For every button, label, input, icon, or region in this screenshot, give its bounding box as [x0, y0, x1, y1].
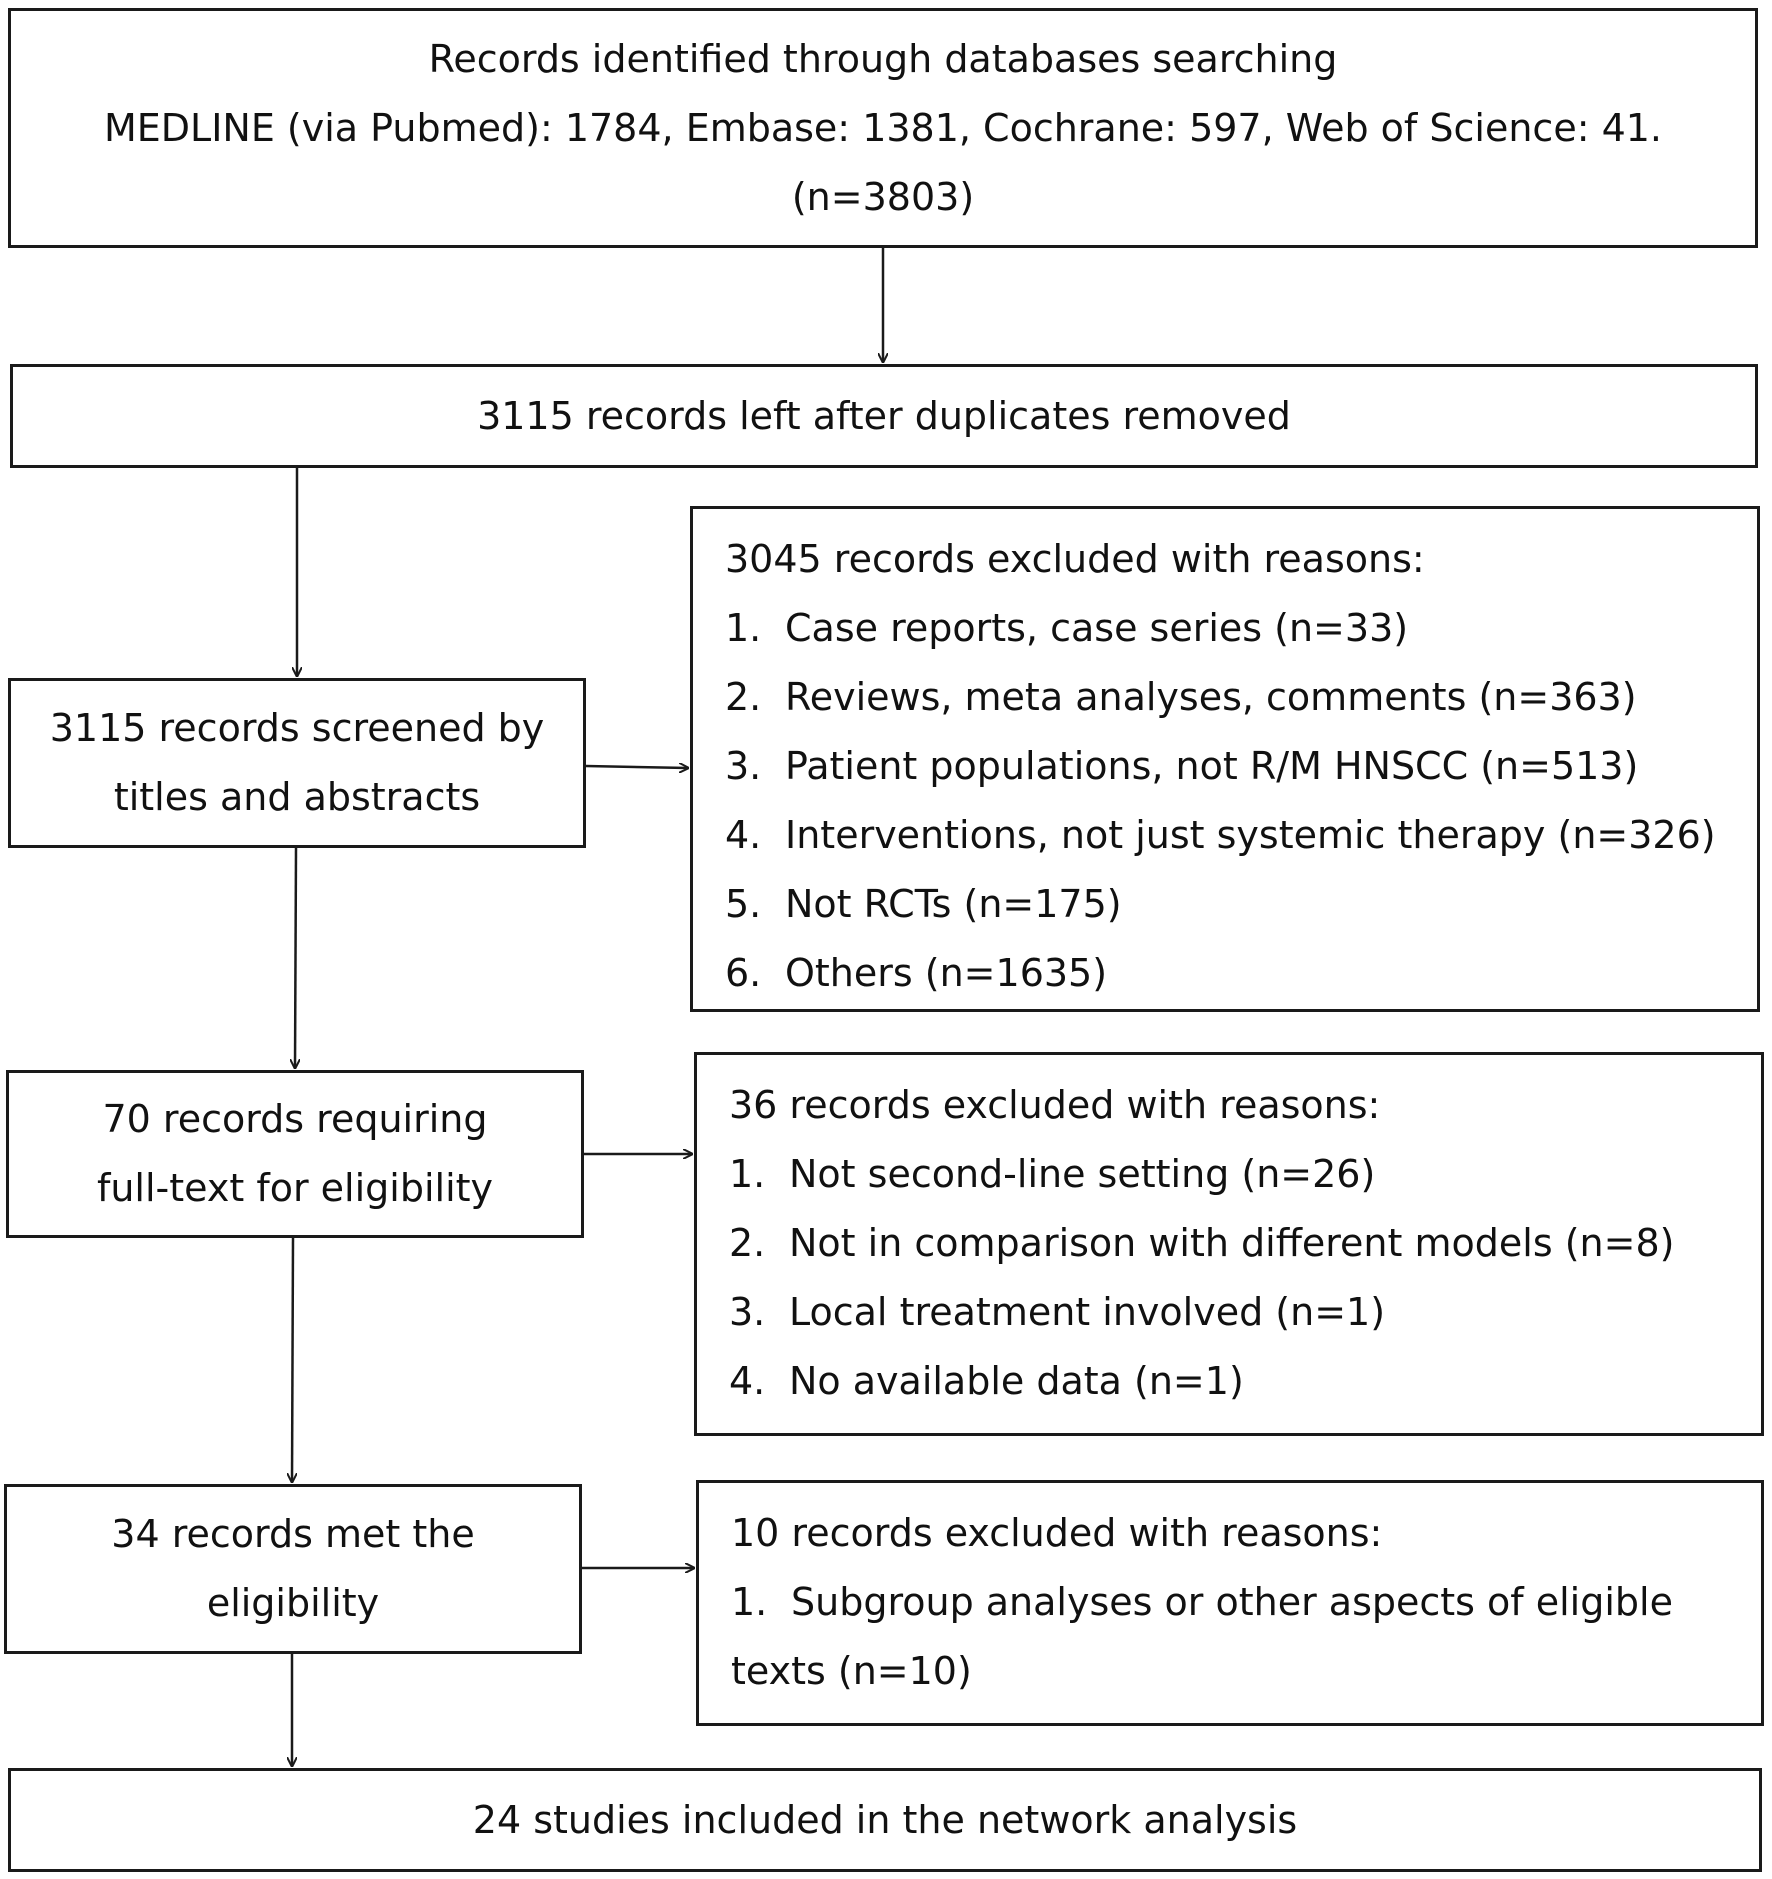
- excluded-1-item: 2.Reviews, meta analyses, comments (n=36…: [725, 675, 1637, 719]
- excluded-2-item: 1.Not second-line setting (n=26): [729, 1152, 1376, 1196]
- excluded-1-item: 4.Interventions, not just systemic thera…: [725, 813, 1716, 857]
- excluded-box-2: 36 records excluded with reasons: 1.Not …: [694, 1052, 1764, 1436]
- fulltext-line1: 70 records requiring: [102, 1097, 488, 1141]
- arrow-fulltext-to-eligible: [292, 1237, 293, 1482]
- excluded-1-item: 6.Others (n=1635): [725, 951, 1108, 995]
- excluded-1-item: 3.Patient populations, not R/M HNSCC (n=…: [725, 744, 1639, 788]
- identified-box: Records identified through databases sea…: [8, 8, 1758, 248]
- duplicates-box: 3115 records left after duplicates remov…: [10, 364, 1758, 468]
- excluded-2-item: 3.Local treatment involved (n=1): [729, 1290, 1386, 1334]
- included-box: 24 studies included in the network analy…: [8, 1768, 1762, 1872]
- excluded-1-title: 3045 records excluded with reasons:: [725, 537, 1425, 581]
- excluded-2-item: 4.No available data (n=1): [729, 1359, 1244, 1403]
- identified-title: Records identified through databases sea…: [428, 36, 1338, 81]
- eligible-box: 34 records met the eligibility: [4, 1484, 582, 1654]
- excluded-3-title: 10 records excluded with reasons:: [731, 1511, 1383, 1555]
- eligible-line2: eligibility: [206, 1581, 380, 1625]
- screened-box: 3115 records screened by titles and abst…: [8, 678, 586, 848]
- excluded-2-item: 2.Not in comparison with different model…: [729, 1221, 1675, 1265]
- arrow-screened-to-excluded1: [585, 766, 688, 768]
- screened-line2: titles and abstracts: [113, 775, 481, 819]
- eligible-line1: 34 records met the: [111, 1512, 475, 1556]
- excluded-3-item: 1.Subgroup analyses or other aspects of …: [731, 1580, 1673, 1624]
- screened-line1: 3115 records screened by: [49, 706, 545, 750]
- duplicates-text: 3115 records left after duplicates remov…: [477, 393, 1291, 438]
- included-text: 24 studies included in the network analy…: [472, 1797, 1298, 1842]
- excluded-3-item-continuation: texts (n=10): [731, 1649, 972, 1693]
- excluded-2-title: 36 records excluded with reasons:: [729, 1083, 1381, 1127]
- excluded-box-1: 3045 records excluded with reasons: 1.Ca…: [690, 506, 1760, 1012]
- excluded-box-3: 10 records excluded with reasons: 1.Subg…: [696, 1480, 1764, 1726]
- identified-sources: MEDLINE (via Pubmed): 1784, Embase: 1381…: [103, 105, 1663, 150]
- excluded-1-item: 5.Not RCTs (n=175): [725, 882, 1122, 926]
- arrow-screened-to-fulltext: [295, 847, 296, 1068]
- fulltext-box: 70 records requiring full-text for eligi…: [6, 1070, 584, 1238]
- identified-count: (n=3803): [791, 174, 975, 219]
- fulltext-line2: full-text for eligibility: [96, 1166, 494, 1210]
- excluded-1-item: 1.Case reports, case series (n=33): [725, 606, 1409, 650]
